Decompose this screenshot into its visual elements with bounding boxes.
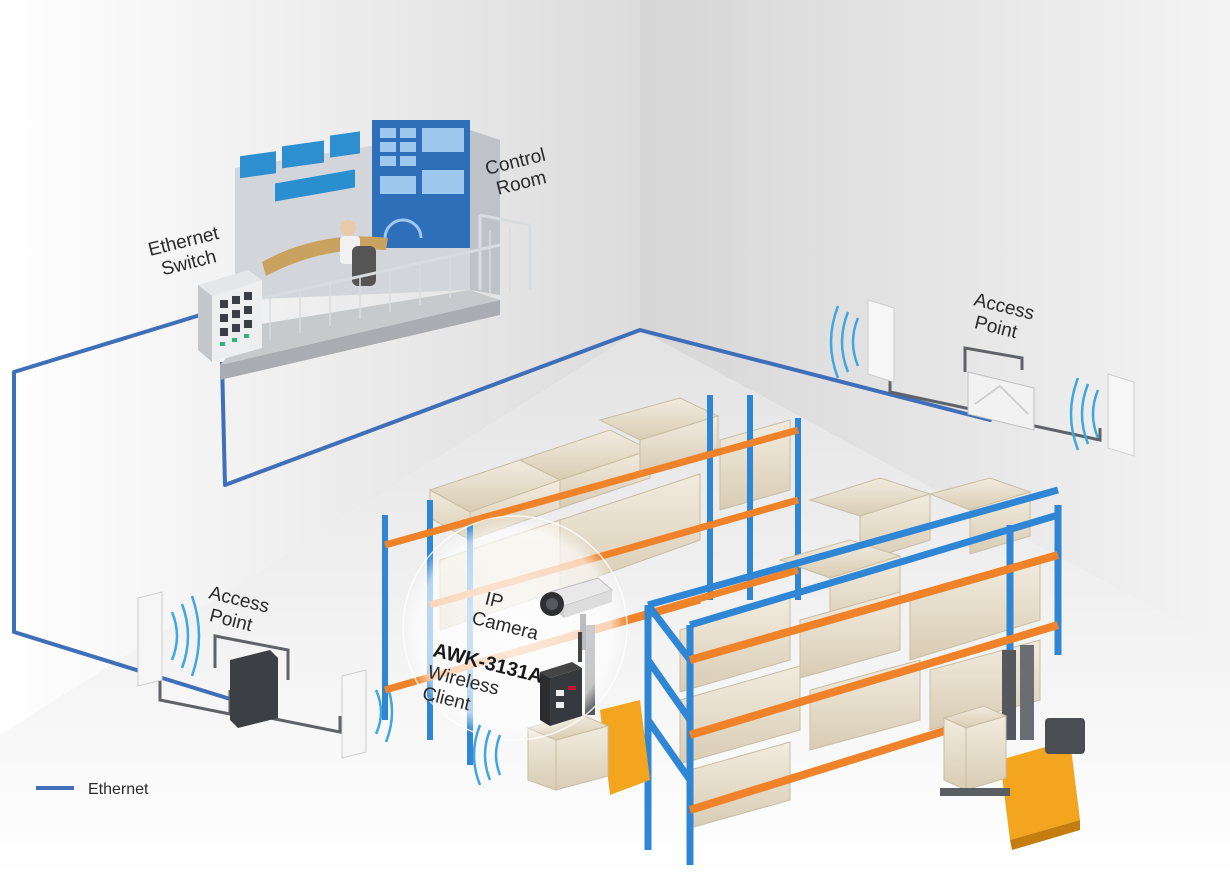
right-wall [640,0,1230,650]
left-antenna-right [341,669,367,759]
left-antenna-left [137,591,163,687]
forklift-right [940,645,1085,850]
ip-camera [540,577,613,650]
wifi-signal-icon [851,317,860,367]
right-ap-unit [967,371,1035,431]
control-room [220,120,532,380]
operator [340,220,356,236]
right-antenna-right [1107,373,1135,457]
diagram-labels: Control Room Ethernet Switch Access Poin… [146,145,1036,716]
control-room-side-wall [470,130,500,295]
legend-ethernet-label: Ethernet [88,781,149,798]
left-ap-unit [230,650,278,728]
legend: Ethernet [36,781,149,798]
ethernet-switch [198,270,262,362]
balcony-floor [220,300,500,380]
awk-wireless-client [540,632,582,726]
wireless-client-spotlight [402,515,628,786]
right-antenna-left [867,299,895,383]
access-point-right [829,299,1135,457]
access-point-left [137,591,394,759]
